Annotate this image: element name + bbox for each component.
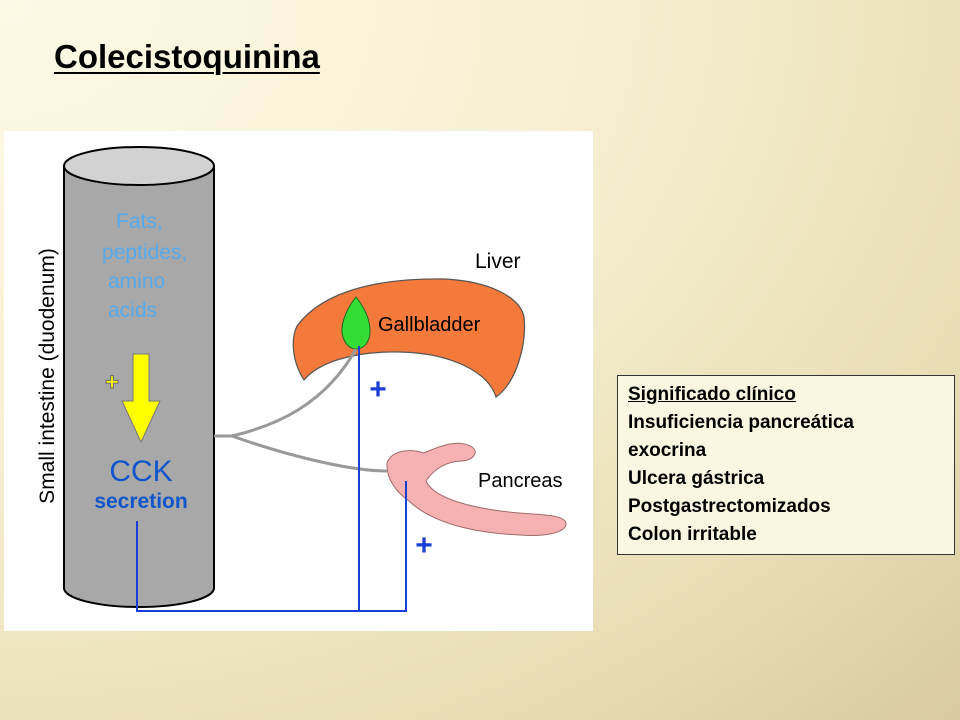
- pancreatic-duct: [231, 434, 388, 473]
- pancreas-label: Pancreas: [478, 470, 563, 492]
- slide-title: Colecistoquinina: [54, 38, 320, 75]
- secretion-label: secretion: [94, 490, 187, 513]
- liver-label: Liver: [475, 250, 521, 273]
- gallbladder-label: Gallbladder: [378, 314, 481, 336]
- clinical-item: Insuficiencia pancreática: [628, 412, 854, 433]
- cck-label: CCK: [109, 455, 172, 488]
- cylinder-top: [63, 146, 215, 186]
- clinical-heading: Significado clínico: [628, 384, 796, 405]
- pancreas-shape: [386, 442, 567, 536]
- cck-diagram: Small intestine (duodenum) Fats, peptide…: [4, 131, 593, 631]
- cylinder-bottom-cover: [65, 531, 213, 588]
- clinical-item: Postgastrectomizados: [628, 496, 831, 517]
- clinical-significance-box: Significado clínico Insuficiencia pancre…: [617, 375, 955, 555]
- arrow-down-icon: [121, 353, 161, 444]
- pancreas-plus-icon: +: [415, 529, 433, 562]
- bile-duct: [214, 348, 358, 438]
- gallbladder-plus-icon: +: [369, 373, 387, 406]
- clinical-item: Colon irritable: [628, 524, 757, 545]
- diagram-svg: Small intestine (duodenum) Fats, peptide…: [36, 146, 567, 612]
- nutrient-line-3: amino: [108, 270, 165, 293]
- clinical-list: Insuficiencia pancreática exocrina Ulcer…: [628, 409, 944, 549]
- clinical-item: exocrina: [628, 440, 707, 461]
- stimulus-plus-icon: +: [105, 369, 119, 396]
- intestine-cylinder: [63, 146, 215, 608]
- intestine-label: Small intestine (duodenum): [36, 248, 59, 504]
- signal-line-pancreas: [136, 481, 407, 612]
- nutrient-line-4: acids: [108, 299, 157, 322]
- nutrient-line-2: peptides,: [102, 241, 187, 264]
- clinical-item: Ulcera gástrica: [628, 468, 765, 489]
- nutrient-line-1: Fats,: [116, 210, 163, 233]
- liver-shape: [292, 278, 526, 398]
